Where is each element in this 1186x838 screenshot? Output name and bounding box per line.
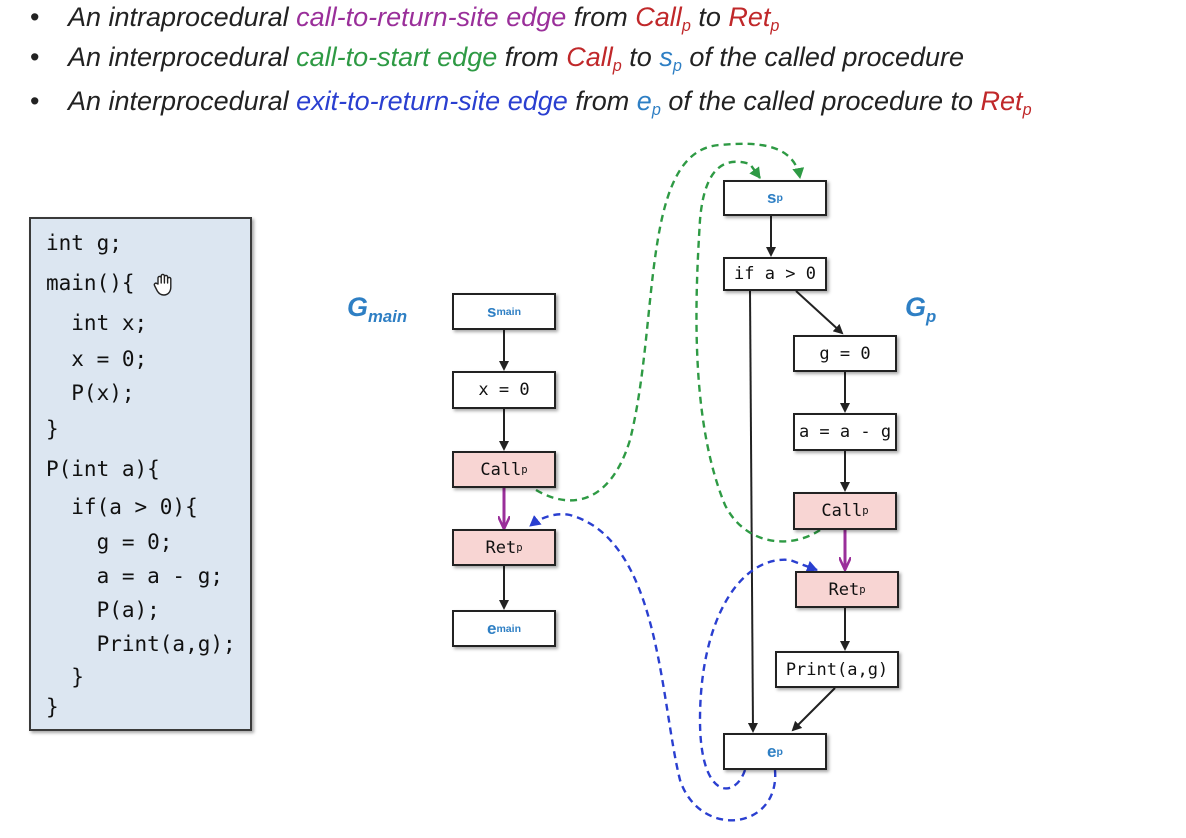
bullet-text: of the called procedure bbox=[681, 42, 965, 72]
ep-term: ep bbox=[636, 86, 661, 119]
bullet-text: An intraprocedural bbox=[68, 2, 297, 32]
code-listing: int g; main(){ int x; x = 0; P(x); } P(i… bbox=[29, 217, 252, 731]
bullet-marker: • bbox=[30, 2, 40, 32]
bullet-text: of the called procedure to bbox=[660, 86, 981, 116]
retp-term: Retp bbox=[980, 86, 1032, 119]
bullet-marker: • bbox=[30, 42, 40, 72]
code-line: P(int a){ bbox=[46, 457, 160, 481]
bullet-text: An interprocedural bbox=[68, 42, 297, 72]
sp-term: sp bbox=[659, 42, 682, 75]
bullet-text: from bbox=[567, 86, 637, 116]
node-if: if a > 0 bbox=[723, 257, 827, 291]
code-line: x = 0; bbox=[46, 347, 148, 371]
node-g0: g = 0 bbox=[793, 335, 897, 372]
bullet-text: from bbox=[497, 42, 567, 72]
hand-pointer-icon bbox=[153, 273, 172, 296]
callp-term: Callp bbox=[566, 42, 622, 75]
code-line: int g; bbox=[46, 231, 122, 255]
code-line: a = a - g; bbox=[46, 564, 224, 588]
code-line: if(a > 0){ bbox=[46, 495, 198, 519]
node-x0: x = 0 bbox=[452, 371, 556, 409]
edge-if-to-ep bbox=[747, 290, 758, 733]
code-line: } bbox=[46, 665, 84, 689]
bullet-text: An interprocedural bbox=[68, 86, 297, 116]
edge-if-to-g0 bbox=[795, 290, 844, 335]
callp-term: Callp bbox=[635, 2, 691, 35]
bullet-text: edge bbox=[498, 2, 567, 32]
edge-print-to-ep bbox=[791, 687, 836, 732]
edge-kind-exit-to-return: exit-to-return-site edge bbox=[296, 86, 568, 116]
code-line: } bbox=[46, 695, 59, 719]
graph-main-label: Gmain bbox=[347, 292, 408, 326]
code-line: main(){ bbox=[46, 271, 135, 295]
bullet-marker: • bbox=[30, 86, 40, 116]
code-line: g = 0; bbox=[46, 530, 173, 554]
retp-term: Retp bbox=[728, 2, 780, 35]
bullet-text: to bbox=[690, 2, 729, 32]
node-print: Print(a,g) bbox=[775, 651, 899, 688]
code-line: int x; bbox=[46, 311, 148, 335]
bullet-text: from bbox=[566, 2, 636, 32]
edge-exit-to-return-p bbox=[698, 558, 818, 790]
bullet-text: to bbox=[621, 42, 660, 72]
node-aag: a = a - g bbox=[793, 413, 897, 451]
edge-kind-call-to-return: call-to-return-site bbox=[296, 2, 499, 32]
edge-call-to-start-p bbox=[695, 160, 821, 543]
edge-exit-to-return-main bbox=[529, 513, 777, 822]
code-line: } bbox=[46, 417, 59, 441]
code-line: P(a); bbox=[46, 598, 160, 622]
edge-call-to-start-main bbox=[535, 142, 805, 502]
graph-p-label: Gp bbox=[905, 292, 937, 326]
code-line: Print(a,g); bbox=[46, 632, 236, 656]
edge-kind-call-to-start: call-to-start edge bbox=[296, 42, 498, 72]
code-line: P(x); bbox=[46, 381, 135, 405]
